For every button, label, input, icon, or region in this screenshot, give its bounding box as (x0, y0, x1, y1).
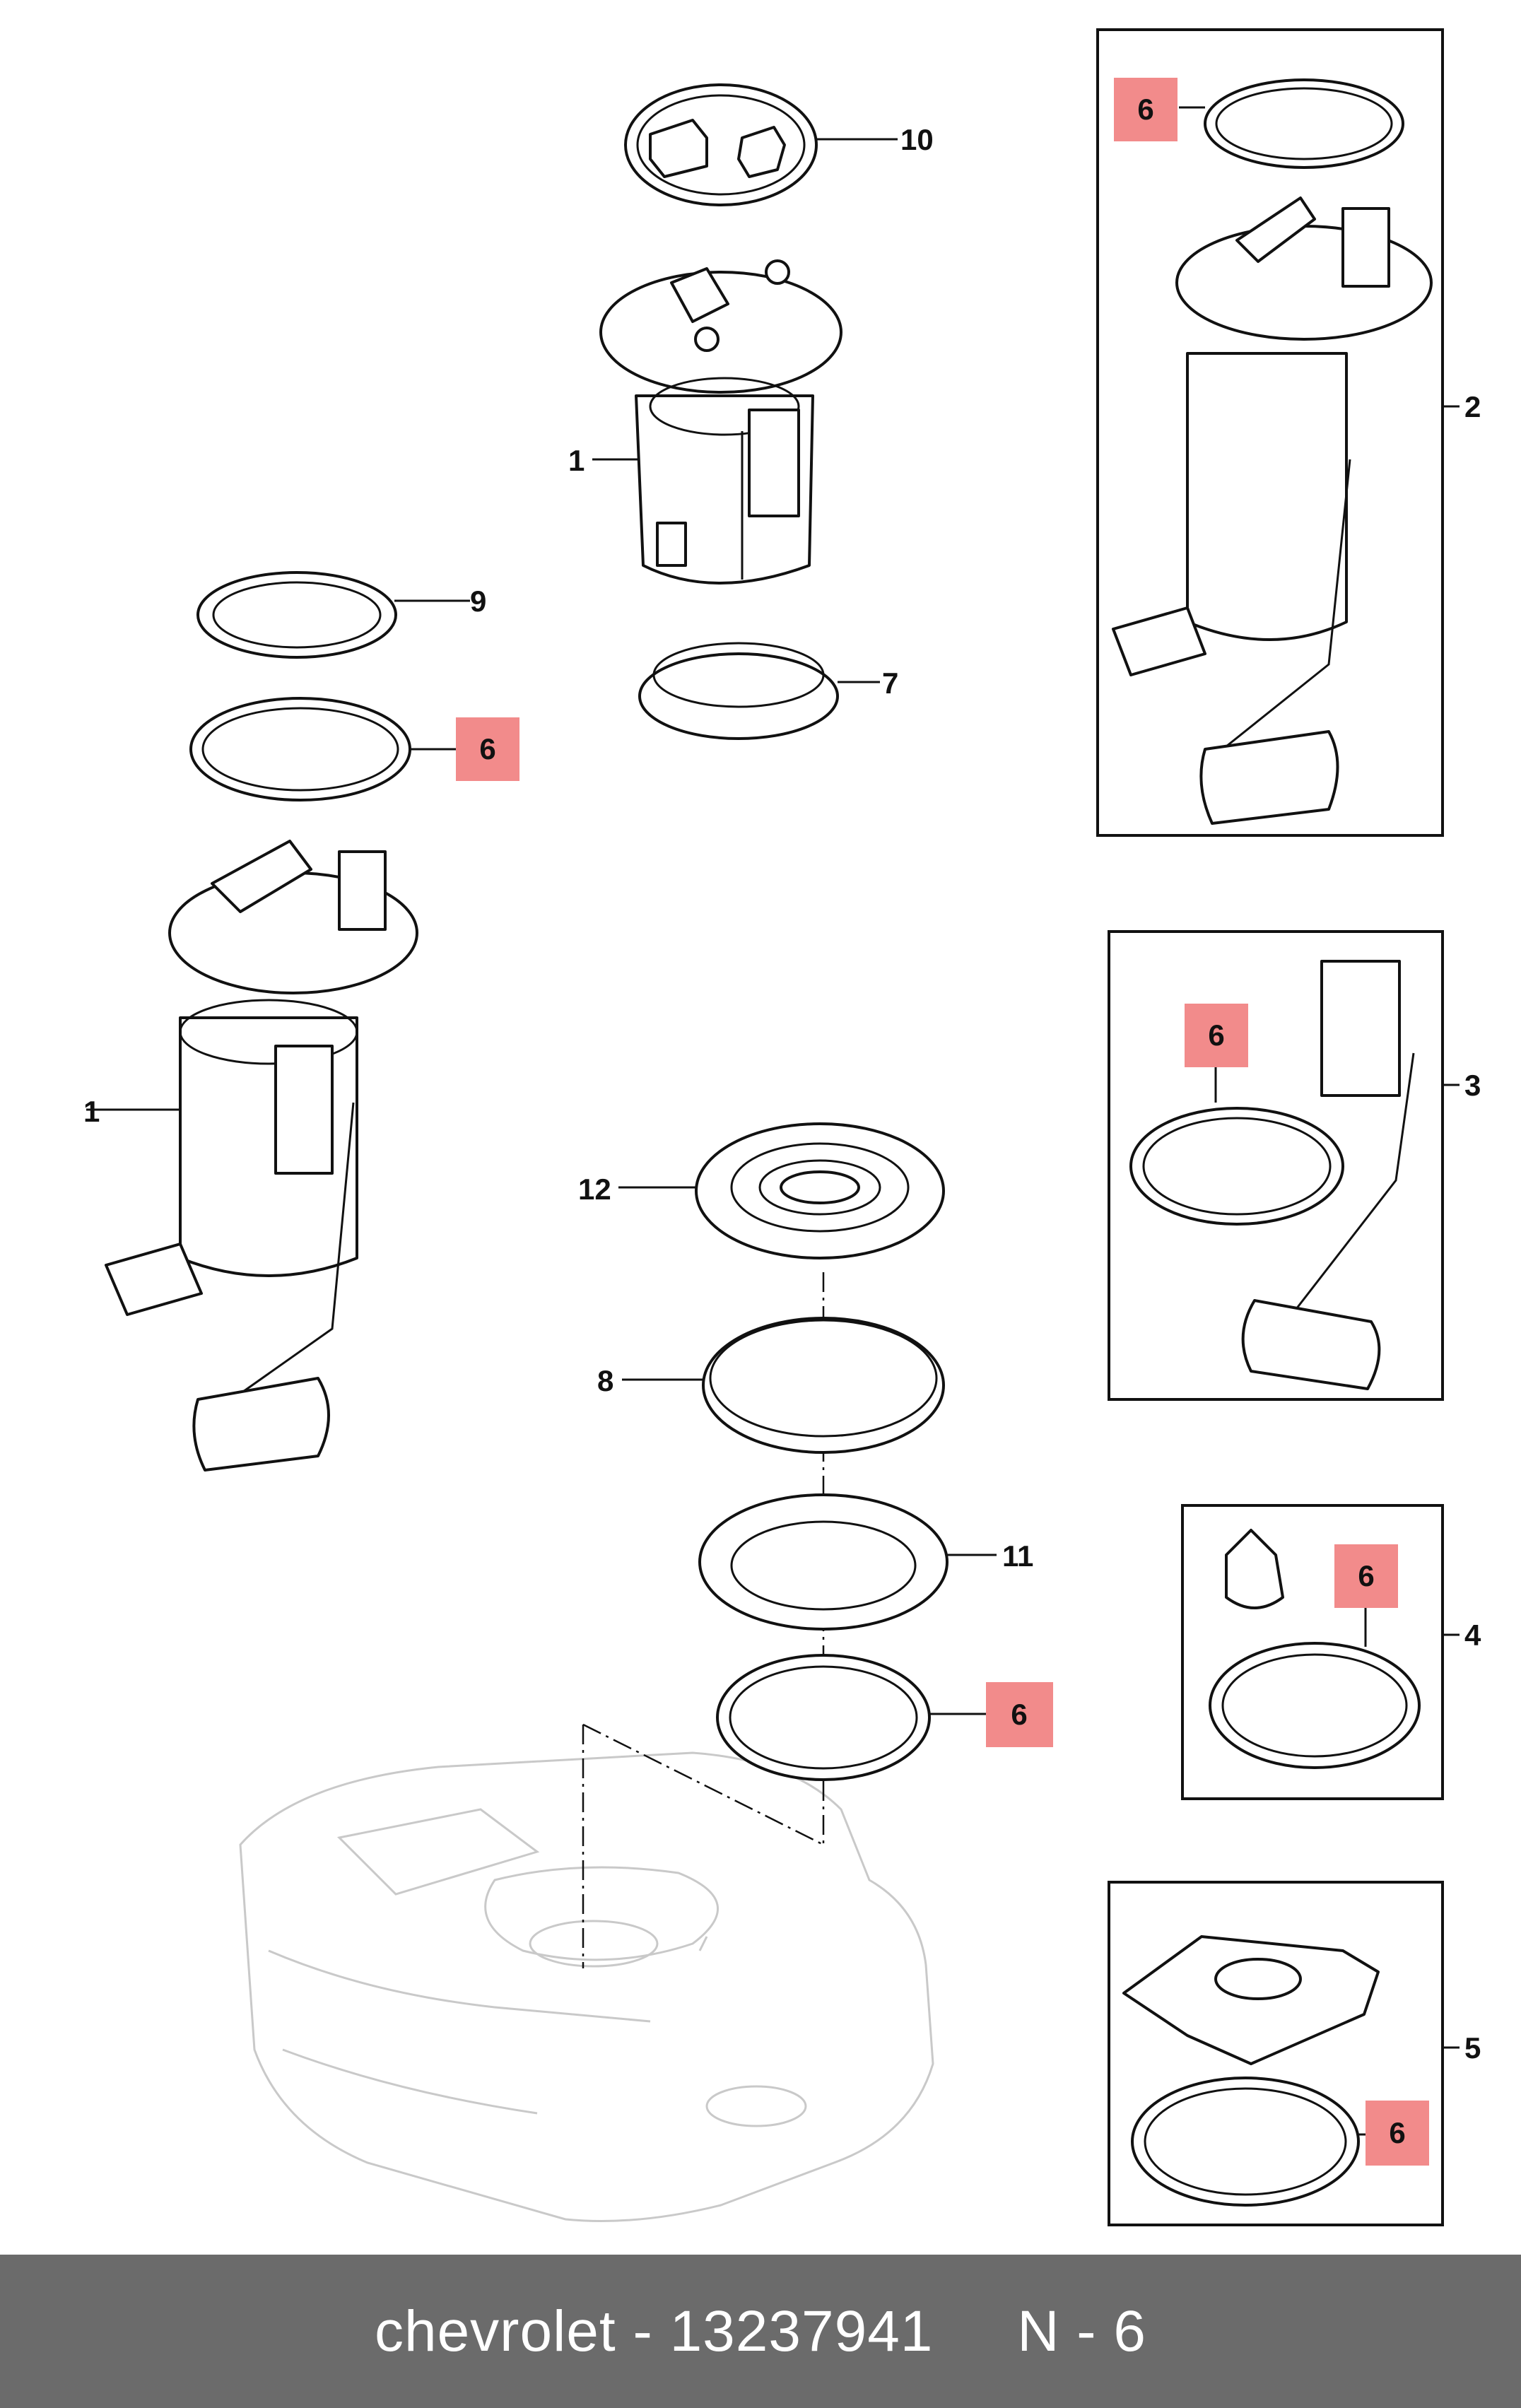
callout-9: 9 (470, 585, 486, 618)
svg-text:6: 6 (1358, 1559, 1374, 1592)
callout-6-box5: 6 (1366, 2101, 1429, 2166)
callout-6-box3: 6 (1185, 1004, 1248, 1067)
cover-cap-part (624, 83, 898, 206)
callout-2: 2 (1464, 390, 1481, 423)
fuel-tank-ghost (239, 1751, 934, 2222)
tank-lid-part (618, 1122, 945, 1259)
svg-text:6: 6 (479, 732, 495, 765)
pump-module-left-part (86, 840, 418, 1472)
kit-box-4 (1181, 1504, 1460, 1800)
gasket-left-part (189, 697, 458, 801)
callout-10: 10 (900, 123, 934, 156)
callout-5: 5 (1464, 2031, 1481, 2065)
pump-module-top-part (592, 259, 842, 585)
callout-1-left: 1 (83, 1095, 100, 1128)
kit-box-2 (1096, 28, 1460, 837)
kit-box-3 (1108, 930, 1460, 1401)
callout-11: 11 (1002, 1539, 1033, 1573)
clamp-band-part (622, 1317, 945, 1454)
callout-6-box2: 6 (1114, 78, 1178, 141)
callout-6-box4: 6 (1334, 1544, 1398, 1608)
callout-7: 7 (882, 666, 898, 700)
callout-1-top: 1 (568, 444, 585, 477)
caption-text: chevrolet - 13237941 N - 6 (374, 2298, 1147, 2363)
caption-bar: chevrolet - 13237941 N - 6 (0, 2255, 1521, 2408)
callout-6-left: 6 (456, 717, 519, 781)
callout-12: 12 (578, 1173, 611, 1206)
svg-text:6: 6 (1011, 1698, 1027, 1731)
callout-6-center: 6 (986, 1682, 1053, 1747)
svg-text:6: 6 (1137, 93, 1153, 126)
callout-3: 3 (1464, 1069, 1481, 1102)
gasket-center-part (716, 1654, 986, 1781)
parts-diagram: 10 1 9 7 1 12 8 11 2 3 4 5 6 6 6 6 6 6 (83, 28, 1481, 2226)
retaining-ring-part (638, 642, 880, 740)
kit-box-5 (1108, 1881, 1460, 2226)
callout-8: 8 (597, 1364, 613, 1397)
lock-ring-part (196, 571, 470, 659)
lock-ring-notched-part (698, 1493, 997, 1631)
svg-text:6: 6 (1389, 2116, 1405, 2149)
callout-4: 4 (1464, 1619, 1481, 1652)
svg-text:6: 6 (1208, 1018, 1224, 1052)
